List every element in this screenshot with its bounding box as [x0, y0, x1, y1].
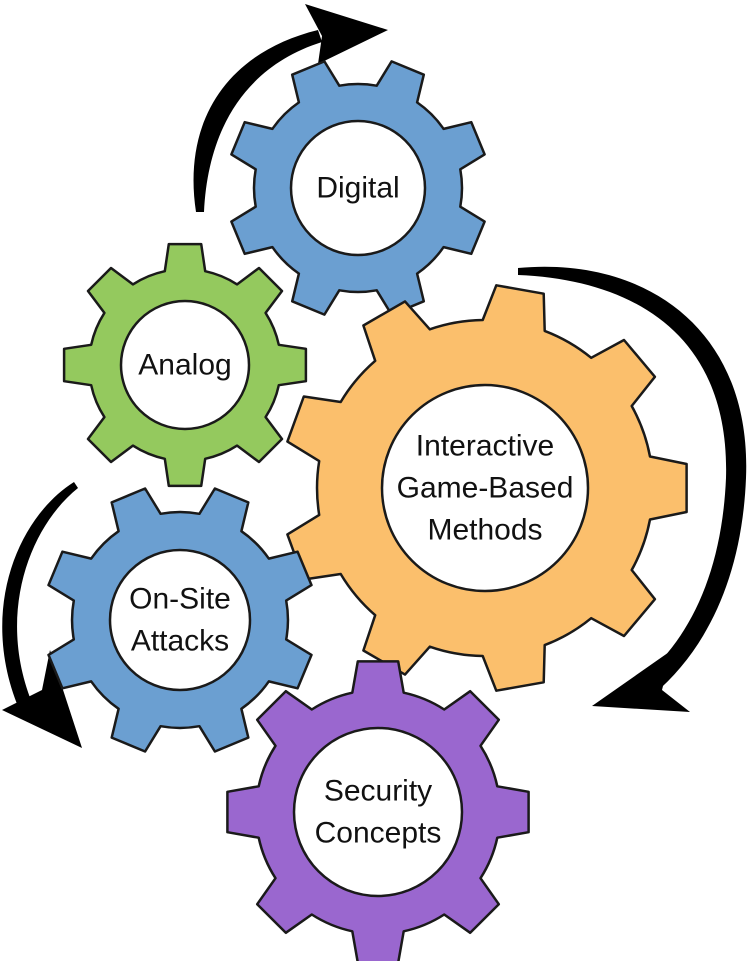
arrow-analog-to-on-site — [2, 482, 82, 748]
gear-on-site-attacks-label: Attacks — [131, 625, 229, 658]
gear-interactive-label: Methods — [427, 514, 542, 547]
gear-security-concepts-label: Concepts — [315, 817, 442, 850]
gear-interactive-label: Game-Based — [397, 472, 574, 505]
arrow-analog-to-digital-shaft — [193, 30, 322, 212]
gear-analog-hub — [119, 299, 251, 431]
gear-interactive-hub — [380, 383, 590, 593]
gear-digital-label: Digital — [316, 172, 399, 205]
arrows-layer — [2, 4, 747, 748]
gear-security-concepts-hub — [292, 726, 464, 898]
arrow-analog-to-digital — [193, 4, 388, 212]
gear-analog-label: Analog — [138, 349, 231, 382]
arrow-digital-to-security — [518, 266, 747, 712]
gears-layer: DigitalAnalogInteractiveGame-BasedMethod… — [47, 60, 688, 961]
arrow-analog-to-on-site-head — [2, 650, 82, 748]
arrow-digital-to-security-head — [592, 650, 690, 712]
gear-analog: Analog — [62, 242, 308, 488]
gear-interactive-label: Interactive — [416, 430, 554, 463]
gear-on-site-attacks-label: On-Site — [129, 583, 231, 616]
gear-digital: Digital — [230, 60, 486, 316]
arrow-analog-to-on-site-shaft — [2, 482, 79, 720]
gear-security-concepts-label: Security — [324, 775, 432, 808]
arrow-analog-to-digital-head — [305, 4, 388, 64]
gear-on-site-attacks-hub — [108, 548, 252, 692]
gear-digital-hub — [289, 119, 427, 257]
